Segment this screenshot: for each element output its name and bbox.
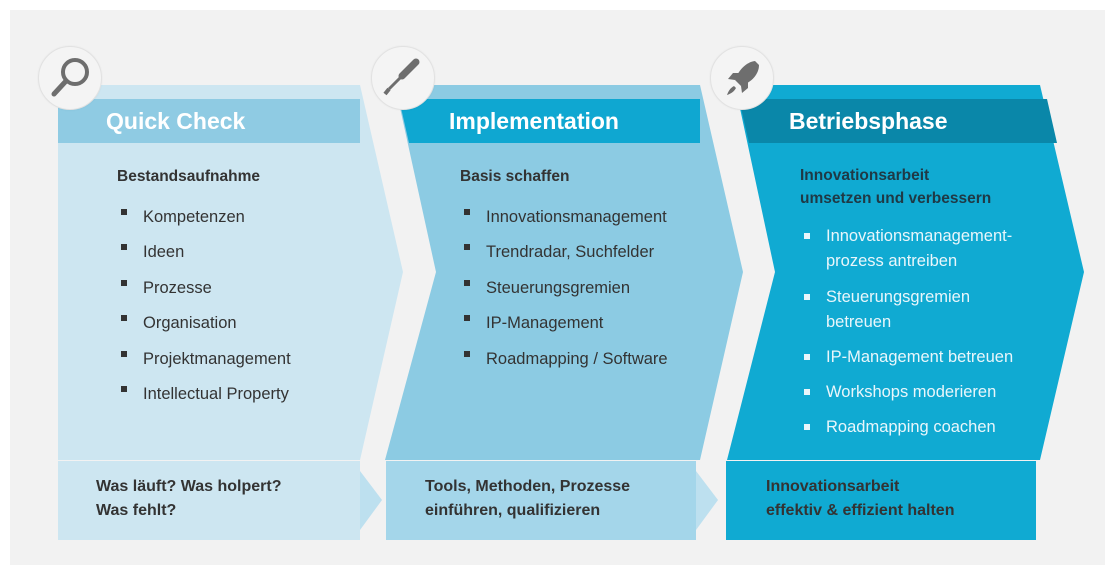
list-item: Projektmanagement [117, 342, 291, 377]
stage-2-footer: Tools, Methoden, Prozesse einführen, qua… [425, 475, 630, 523]
stage-3-footer: Innovationsarbeit effektiv & effizient h… [766, 475, 954, 523]
connector-arrow-1 [360, 471, 382, 530]
magnifier-icon [38, 46, 102, 110]
list-item-label: Trendradar, Suchfelder [486, 243, 655, 262]
stage-2-title: Implementation [449, 108, 619, 134]
stage-3-title: Betriebsphase [789, 108, 948, 134]
stage-3-heading: Innovationsarbeit umsetzen und verbesser… [800, 164, 991, 210]
list-item: Prozesse [117, 271, 291, 306]
stage-1-chevron [58, 85, 403, 460]
stage-1-heading: Bestandsaufnahme [117, 168, 260, 185]
connector-arrow-2 [696, 471, 718, 530]
list-item-label: Projektmanagement [143, 349, 291, 368]
list-item-label: IP-Management [486, 314, 604, 333]
stage-2-footer-box [386, 461, 696, 540]
footer-line: Was läuft? Was holpert? [96, 478, 282, 495]
list-item: Steuerungsgremien betreuen [800, 285, 1013, 335]
stage-3-list: Innovationsmanagement-prozess antreiben … [800, 224, 1013, 440]
stage-1-footer-box [58, 461, 360, 540]
list-item-label: Kompetenzen [143, 208, 245, 226]
stage-2-list: Innovationsmanagement Trendradar, Suchfe… [460, 200, 668, 377]
list-item-label: betreuen [826, 313, 892, 331]
list-item: IP-Management [460, 306, 668, 341]
stage-1-list: Kompetenzen Ideen Prozesse Organisation … [117, 200, 291, 412]
screwdriver-icon [371, 46, 435, 110]
list-item-label: Steuerungsgremien [826, 288, 971, 306]
list-item: Roadmapping coachen [800, 415, 1013, 440]
list-item: IP-Management betreuen [800, 345, 1013, 370]
list-item: Organisation [117, 306, 291, 341]
list-item: Trendradar, Suchfelder [460, 235, 668, 270]
list-item-label: Workshops moderieren [826, 383, 997, 401]
heading-line: umsetzen und verbessern [800, 190, 992, 207]
list-item: Workshops moderieren [800, 380, 1013, 405]
heading-line: Innovationsarbeit [800, 167, 930, 184]
stage-2-heading: Basis schaffen [460, 168, 570, 185]
list-item: Intellectual Property [117, 377, 291, 412]
stage-1-footer: Was läuft? Was holpert? Was fehlt? [96, 475, 281, 523]
footer-line: Was fehlt? [96, 502, 177, 519]
stage-1-title: Quick Check [106, 108, 246, 134]
stage-2-chevron [385, 85, 743, 460]
stage-2-header-band [399, 99, 700, 143]
list-item-label: Steuerungsgremien [486, 278, 631, 297]
list-item: Kompetenzen [117, 200, 291, 235]
list-item: Innovationsmanagement-prozess antreiben [800, 224, 1013, 274]
list-item-label: Innovationsmanagement [486, 208, 667, 226]
stage-1-header-band [58, 99, 360, 143]
footer-line: Innovationsarbeit [766, 478, 900, 495]
list-item-label: Organisation [143, 314, 237, 333]
list-item-label: prozess antreiben [826, 252, 958, 270]
footer-line: einführen, qualifizieren [425, 502, 601, 519]
footer-line: effektiv & effizient halten [766, 502, 955, 519]
stage-3-header-band [739, 99, 1057, 143]
list-item-label: IP-Management betreuen [826, 348, 1014, 366]
list-item-label: Prozesse [143, 278, 212, 297]
list-item: Innovationsmanagement [460, 200, 668, 235]
list-item: Ideen [117, 235, 291, 270]
footer-line: Tools, Methoden, Prozesse [425, 478, 631, 495]
stage-3-footer-box [726, 461, 1036, 540]
list-item-label: Intellectual Property [143, 385, 289, 404]
list-item: Roadmapping / Software [460, 342, 668, 377]
stage-3-chevron [727, 85, 1084, 460]
list-item: Steuerungsgremien [460, 271, 668, 306]
list-item-label: Ideen [143, 243, 185, 262]
list-item-label: Roadmapping coachen [826, 418, 996, 436]
list-item-label: Innovationsmanagement- [826, 227, 1013, 245]
list-item-label: Roadmapping / Software [486, 349, 668, 368]
rocket-icon [710, 46, 774, 110]
